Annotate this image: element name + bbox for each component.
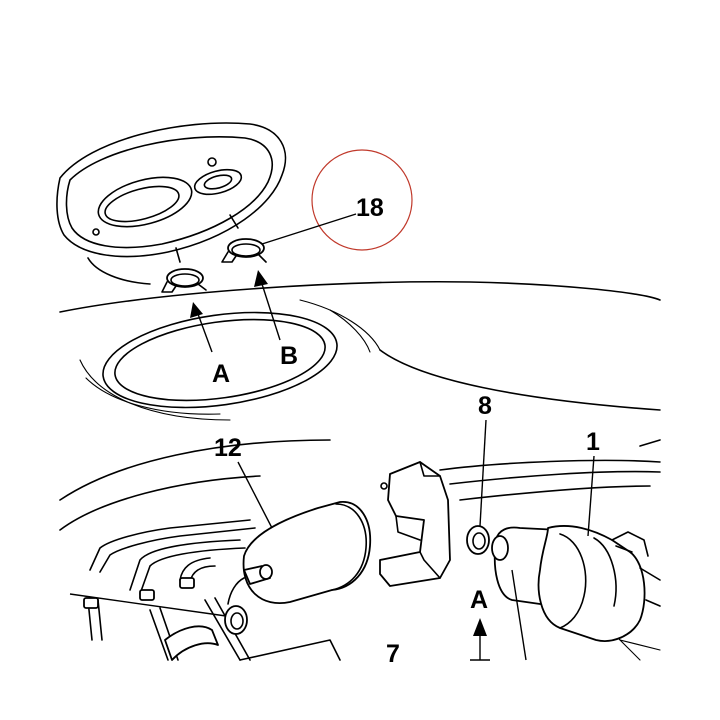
leader-ring xyxy=(69,593,227,617)
callout-1: 1 xyxy=(586,428,600,456)
fuel-filter xyxy=(227,501,372,605)
base-plate-edge xyxy=(239,639,341,661)
hose-clamp-right xyxy=(221,238,267,263)
callout-a-top: A xyxy=(212,360,230,388)
callout-a-bottom: A xyxy=(470,586,488,614)
tank-floor xyxy=(59,439,661,661)
leader-18 xyxy=(261,213,357,245)
tank-opening xyxy=(59,281,661,421)
o-ring xyxy=(466,525,490,555)
callout-12: 12 xyxy=(214,434,242,462)
arrow-a-top xyxy=(190,302,213,353)
fuel-lines xyxy=(83,519,256,661)
filter-ring xyxy=(224,605,248,635)
hose-clamp-left xyxy=(161,268,207,293)
callout-b-top: B xyxy=(280,342,298,370)
callout-18: 18 xyxy=(356,194,384,222)
callout-8: 8 xyxy=(478,392,492,420)
arrow-a-bottom xyxy=(470,618,490,661)
sender-flange xyxy=(56,122,287,285)
fuel-pump xyxy=(491,525,661,642)
callout-highlight-circle xyxy=(311,149,413,251)
leader-7 xyxy=(511,569,527,661)
pump-bracket xyxy=(379,461,451,587)
leader-8 xyxy=(479,419,487,527)
callout-7: 7 xyxy=(386,640,400,668)
leader-1 xyxy=(587,455,595,537)
leader-12 xyxy=(237,461,273,529)
arrow-b-top xyxy=(254,270,281,341)
